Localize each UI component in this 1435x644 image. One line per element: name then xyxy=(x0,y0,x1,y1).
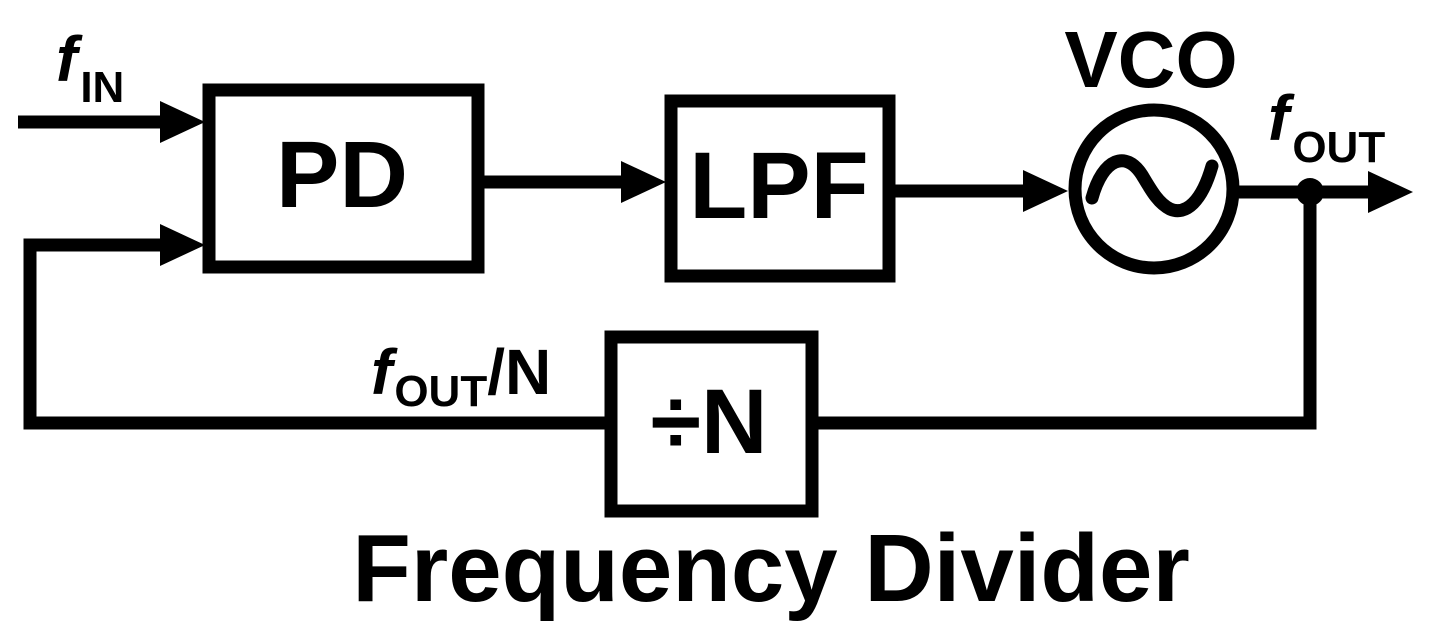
lpf-block xyxy=(664,94,896,283)
feedback-arrowhead-icon xyxy=(160,224,205,266)
output-arrowhead-icon xyxy=(1368,171,1413,213)
f-out-label: fOUT xyxy=(1268,82,1385,172)
f-out-over-n-label: fOUT/N xyxy=(371,336,551,416)
frequency-divider-caption: Frequency Divider xyxy=(352,515,1190,622)
output-junction-dot xyxy=(1296,178,1324,206)
f-in-label: fIN xyxy=(56,23,124,112)
lpf-label: LPF xyxy=(689,133,868,239)
pd-label: PD xyxy=(276,122,408,228)
fin-arrowhead-icon xyxy=(160,101,205,143)
pd-to-lpf-arrowhead-icon xyxy=(621,161,666,203)
divider-block xyxy=(604,330,819,518)
lpf-to-vco-arrowhead-icon xyxy=(1023,170,1068,212)
vco-label: VCO xyxy=(1064,15,1237,104)
pd-block xyxy=(202,83,485,274)
feedback-wire-left xyxy=(23,238,608,430)
feedback-wire-right xyxy=(815,190,1317,430)
divider-label: ÷N xyxy=(651,371,768,473)
sine-wave-icon xyxy=(1085,154,1219,218)
